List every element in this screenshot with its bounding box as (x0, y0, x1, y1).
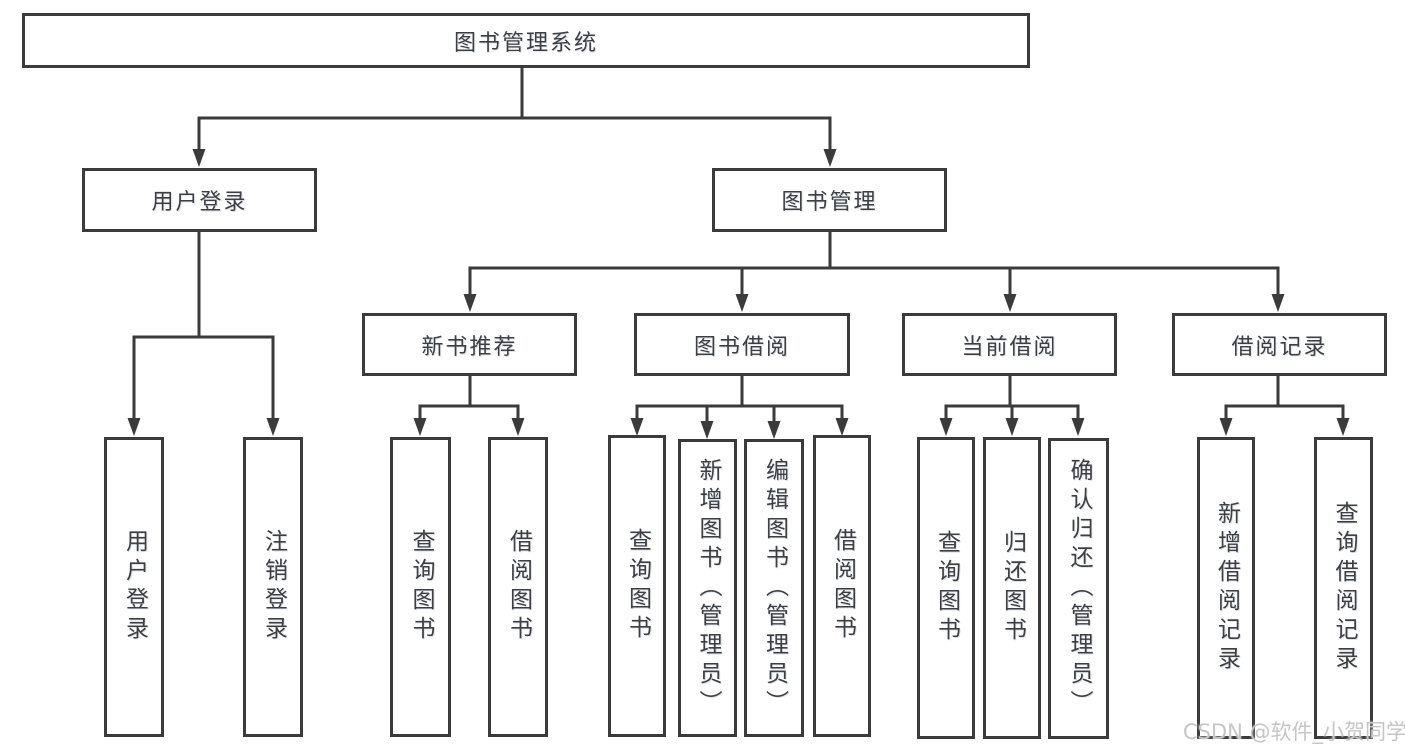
node-root-label: 图书管理系统 (453, 30, 598, 56)
leaf-query-borrow-record: 查询借阅记录 (1314, 437, 1373, 739)
node-book-management-label: 图书管理 (781, 190, 878, 215)
node-user-login: 用户登录 (82, 168, 317, 232)
node-new-book-recommend-label: 新书推荐 (421, 334, 518, 360)
leaf-logout: 注销登录 (243, 437, 303, 737)
leaf-query-book-3: 查询图书 (917, 437, 975, 739)
node-current-borrowing-label: 当前借阅 (961, 334, 1058, 360)
leaf-user-login: 用户登录 (104, 437, 164, 737)
leaf-query-borrow-record-label: 查询借阅记录 (1331, 501, 1357, 675)
leaf-edit-book-admin-label: 编辑图书（管理员） (761, 457, 788, 719)
node-borrowing-records-label: 借阅记录 (1231, 334, 1328, 360)
leaf-add-borrow-record: 新增借阅记录 (1197, 437, 1255, 739)
leaf-add-borrow-record-label: 新增借阅记录 (1213, 501, 1240, 675)
leaf-borrow-book-1-label: 借阅图书 (505, 529, 532, 645)
node-book-borrowing: 图书借阅 (634, 313, 850, 376)
node-book-management: 图书管理 (712, 168, 947, 232)
leaf-borrow-book-2: 借阅图书 (813, 435, 871, 737)
node-borrowing-records: 借阅记录 (1172, 313, 1387, 376)
node-current-borrowing: 当前借阅 (902, 313, 1117, 376)
leaf-query-book-3-label: 查询图书 (933, 530, 960, 646)
leaf-query-book-2-label: 查询图书 (624, 528, 651, 644)
leaf-logout-label: 注销登录 (260, 529, 287, 645)
leaf-return-book-label: 归还图书 (999, 530, 1026, 646)
leaf-query-book-1-label: 查询图书 (408, 529, 434, 645)
node-user-login-label: 用户登录 (151, 190, 248, 215)
node-book-borrowing-label: 图书借阅 (693, 334, 790, 360)
leaf-confirm-return-admin: 确认归还（管理员） (1048, 438, 1109, 739)
leaf-borrow-book-2-label: 借阅图书 (829, 528, 856, 644)
leaf-return-book: 归还图书 (983, 437, 1041, 739)
node-root: 图书管理系统 (22, 13, 1030, 68)
leaf-edit-book-admin: 编辑图书（管理员） (744, 439, 804, 737)
leaf-add-book-admin: 新增图书（管理员） (678, 439, 737, 737)
leaf-add-book-admin-label: 新增图书（管理员） (695, 457, 721, 719)
leaf-query-book-1: 查询图书 (390, 437, 451, 737)
arrowhead-group (127, 149, 1350, 439)
node-new-book-recommend: 新书推荐 (362, 313, 577, 376)
leaf-borrow-book-1: 借阅图书 (488, 437, 548, 737)
leaf-user-login-label: 用户登录 (121, 529, 148, 645)
leaf-confirm-return-admin-label: 确认归还（管理员） (1066, 458, 1092, 719)
csdn-watermark: CSDN @软件_小贺同学 (1183, 720, 1405, 744)
leaf-query-book-2: 查询图书 (608, 435, 666, 737)
